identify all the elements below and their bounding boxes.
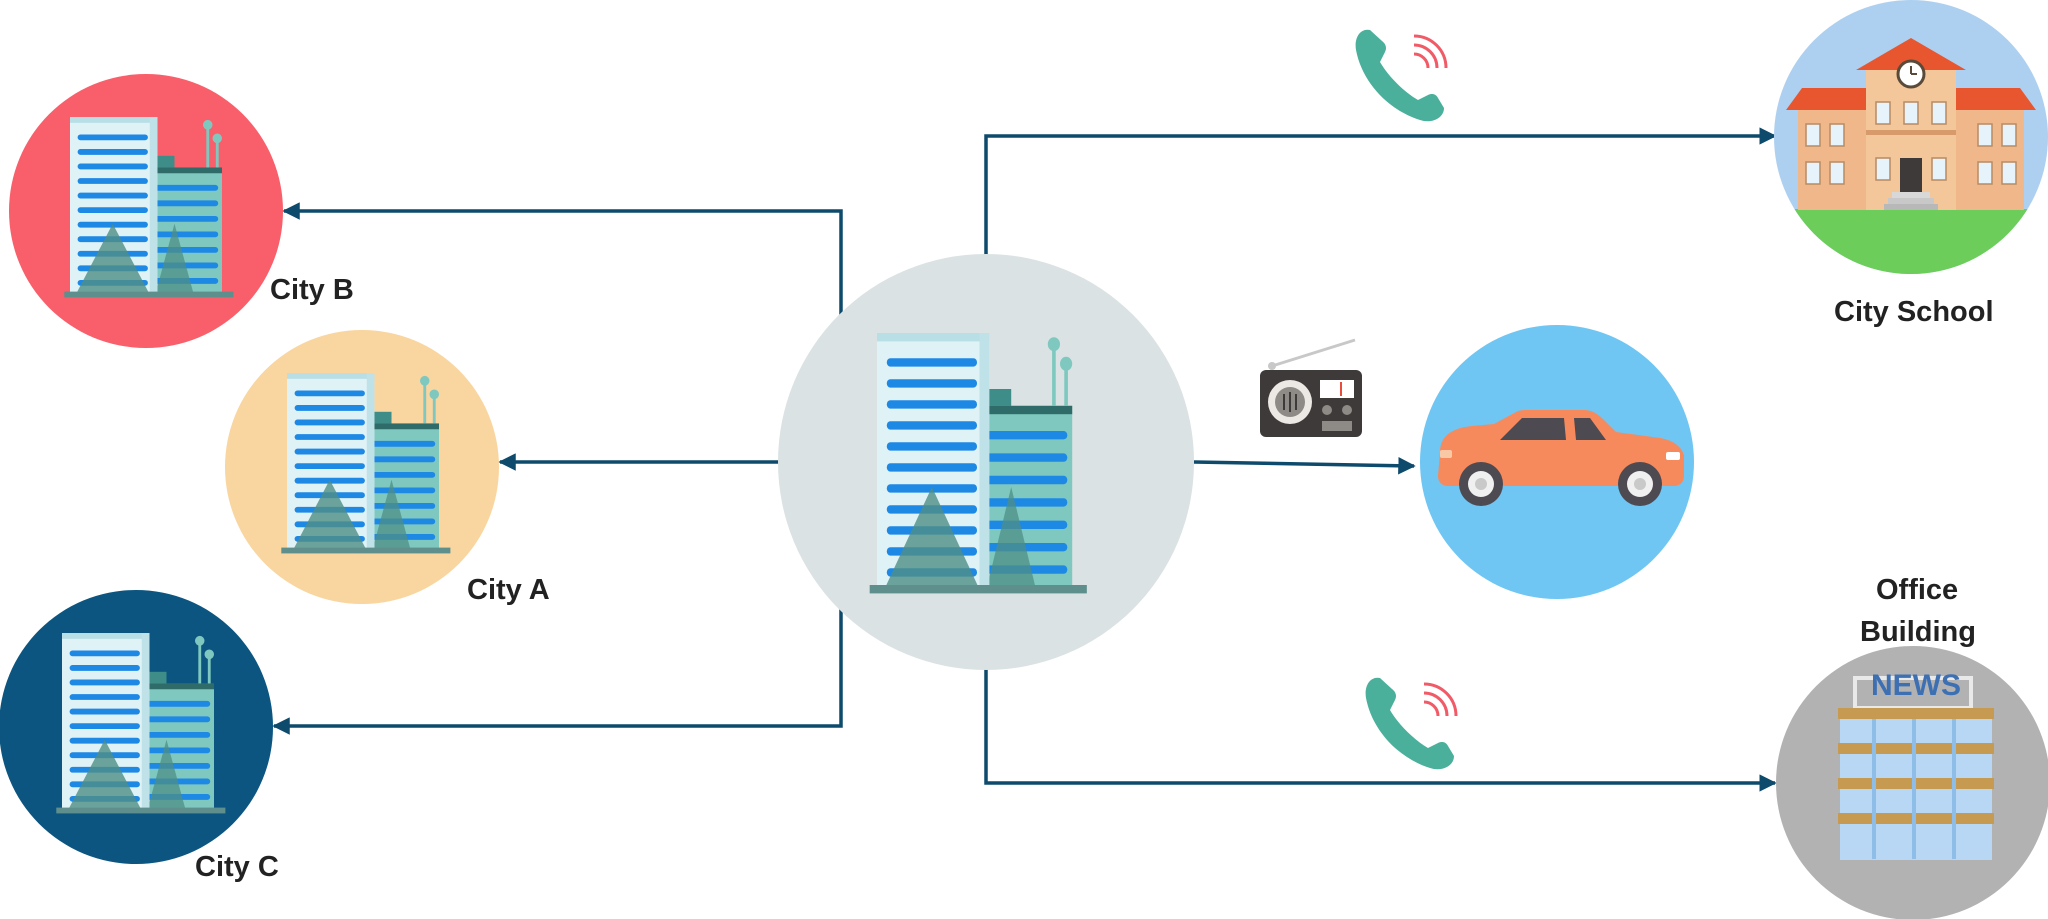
node-hub[interactable] [778, 254, 1194, 670]
city-c-label: City C [195, 851, 279, 883]
connector-hub-to-city-b [282, 202, 843, 318]
connector-hub-to-city-school [984, 127, 1777, 258]
node-office-building[interactable]: NEWS [1776, 646, 2048, 919]
connectors [272, 127, 1777, 792]
node-city-school[interactable] [1770, 0, 2048, 279]
news-building-icon [1838, 676, 1994, 860]
office-sign-text: NEWS [1871, 669, 1961, 702]
city-buildings-icon [54, 631, 227, 815]
phone-icon [1354, 28, 1448, 123]
car-icon [1438, 410, 1684, 506]
phone-icon [1364, 676, 1458, 771]
node-city-a[interactable] [225, 330, 499, 604]
connector-hub-to-car [1193, 456, 1416, 475]
city-b-label: City B [270, 274, 354, 306]
city-a-label: City A [467, 574, 550, 606]
connector-hub-to-office-building [984, 666, 1777, 792]
office-building-label-line2: Building [1860, 616, 1976, 648]
node-car[interactable] [1420, 325, 1694, 599]
node-city-b[interactable] [9, 74, 283, 348]
city-buildings-icon [279, 371, 452, 555]
school-icon [1786, 38, 2036, 210]
city-buildings-icon [870, 333, 1087, 593]
school-grass [1774, 209, 2048, 274]
office-building-label-line1: Office [1876, 574, 1959, 606]
node-city-c[interactable] [0, 590, 273, 864]
city-school-label: City School [1834, 296, 1994, 328]
connector-hub-to-city-c [272, 606, 843, 735]
city-buildings-icon [62, 115, 235, 299]
radio-icon [1260, 338, 1362, 437]
